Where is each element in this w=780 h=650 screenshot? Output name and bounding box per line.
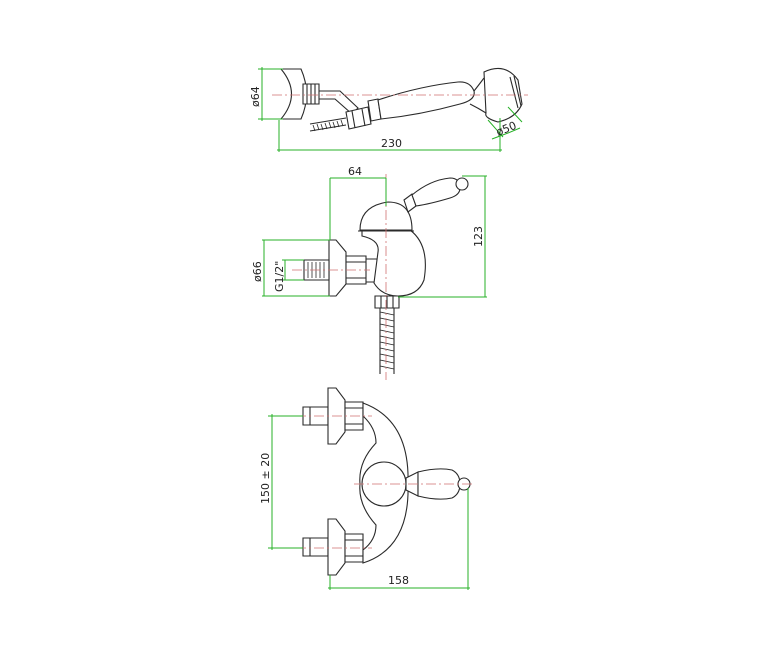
inlet-thread-label: G1/2" <box>273 261 286 292</box>
center-distance-label: 150 ± 20 <box>259 453 272 504</box>
mixer-front-view: 150 ± 20 158 <box>259 387 474 590</box>
flange-diameter-label: ø66 <box>251 261 264 282</box>
height-label: 123 <box>472 226 485 247</box>
lever-offset-label: 64 <box>348 165 362 178</box>
handshower-head-diameter-label: ø64 <box>249 86 262 107</box>
mixer-side-view: 64 123 ø66 G1/2" <box>251 165 487 380</box>
handshower-view: ø64 230 ø50 <box>249 67 528 152</box>
handshower-length-label: 230 <box>381 137 402 150</box>
width-label: 158 <box>388 574 409 587</box>
